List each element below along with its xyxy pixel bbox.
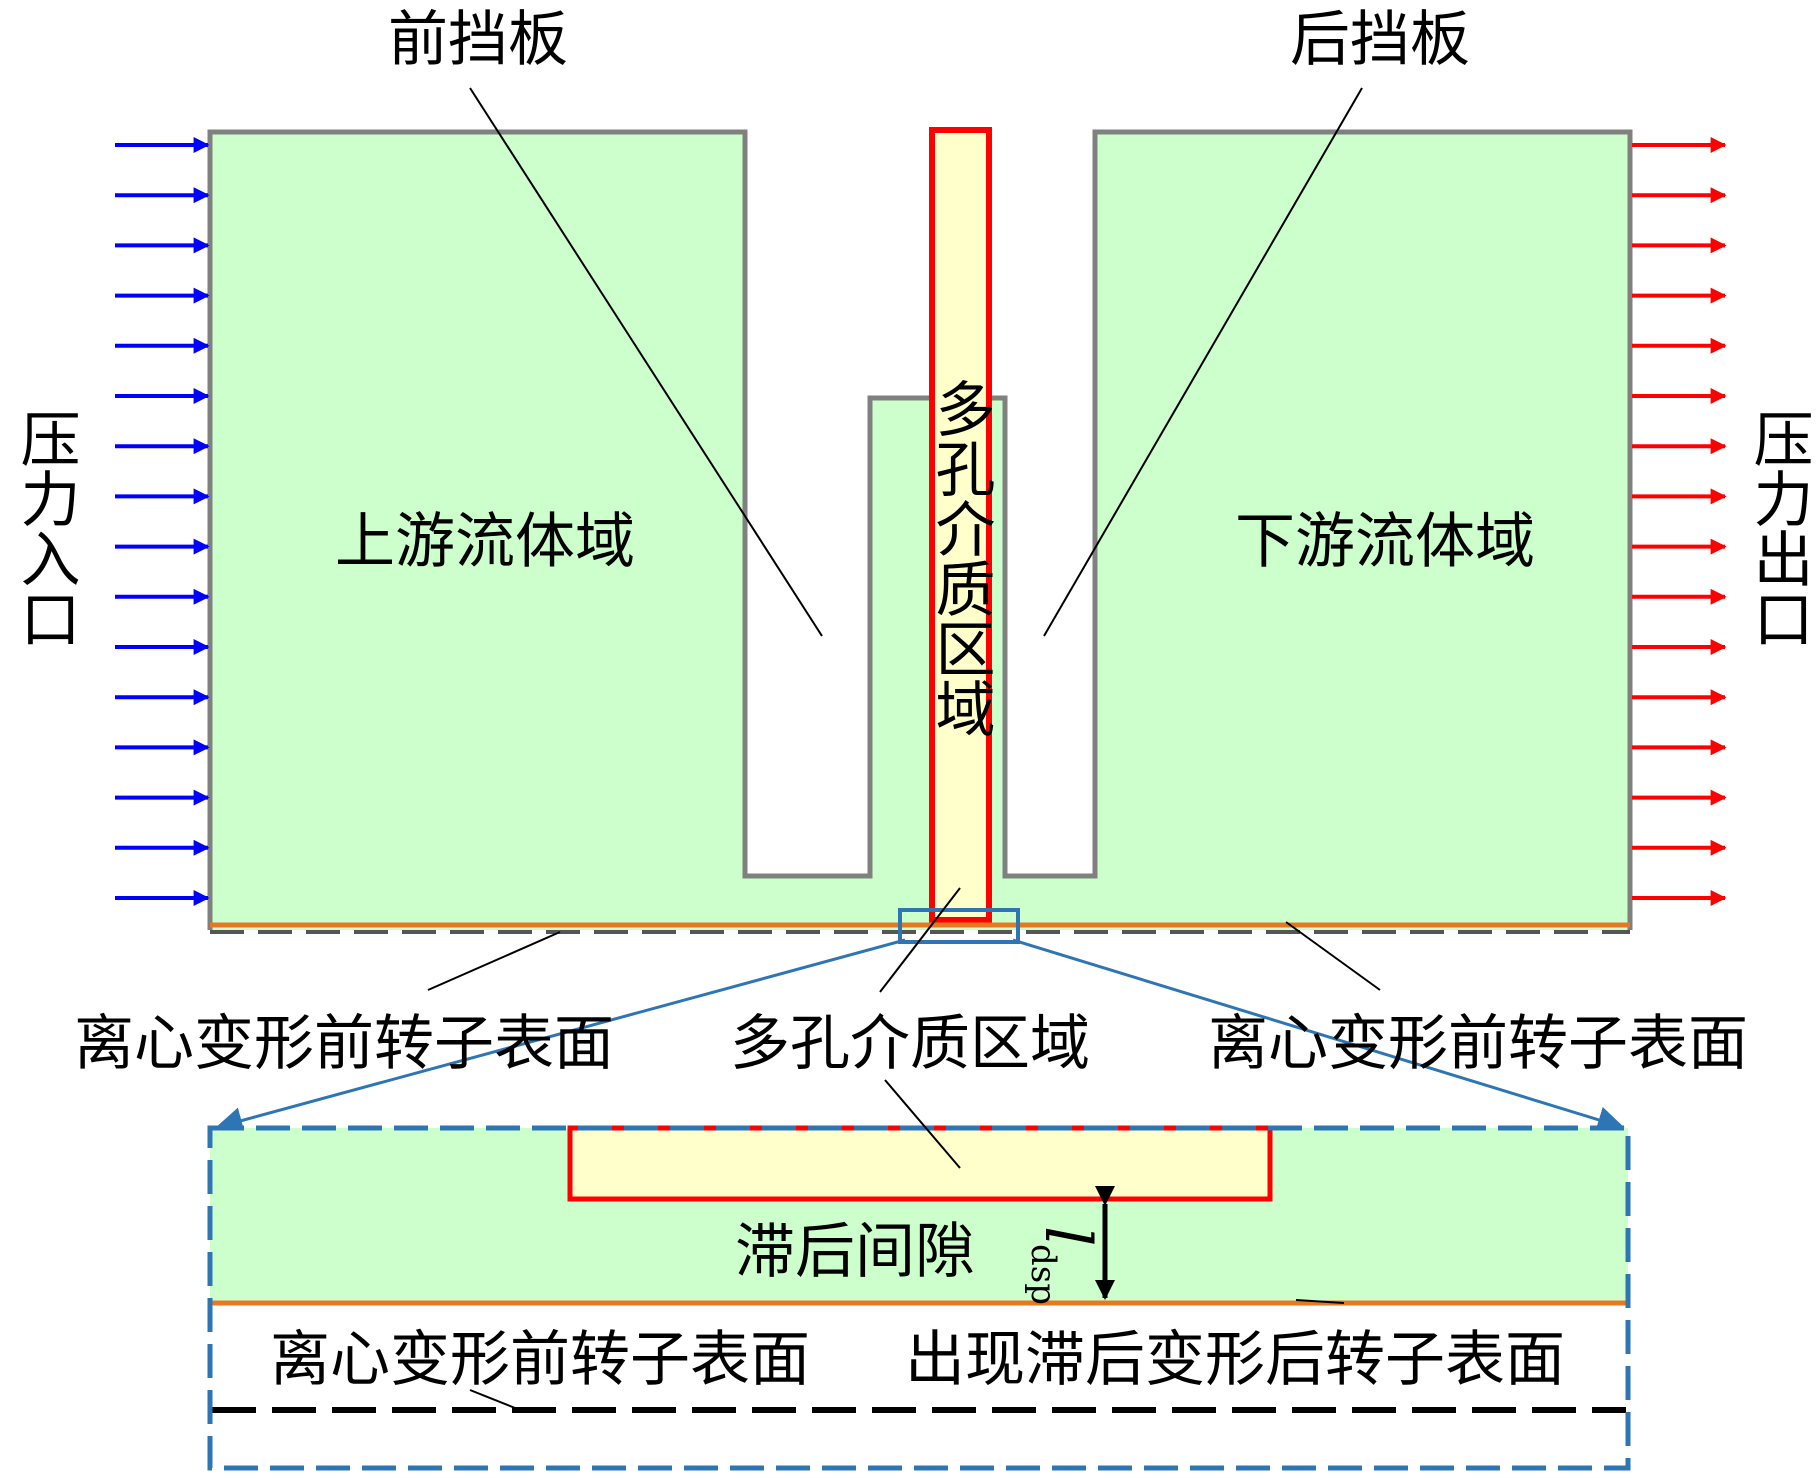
label-downstream-domain: 下游流体域	[1235, 507, 1535, 577]
leader-porous-bottom	[879, 887, 961, 993]
outlet-arrows	[1632, 137, 1727, 906]
label-upstream-domain: 上游流体域	[335, 507, 635, 577]
label-porous-vertical: 多孔介质区域	[925, 378, 995, 738]
zoom-source-box	[898, 908, 1020, 944]
leader-rear-baffle	[1043, 87, 1363, 637]
gap-symbol-l: l	[1030, 1226, 1104, 1246]
leader-detail-porous	[884, 1079, 961, 1169]
label-porous-bottom: 多孔介质区域	[730, 1009, 1090, 1079]
upstream-fluid-domain	[210, 132, 1630, 930]
leader-rotor-right	[1285, 921, 1381, 991]
label-detail-after: 出现滞后变形后转子表面	[905, 1325, 1565, 1395]
porous-media-region	[929, 127, 992, 923]
label-rear-baffle: 后挡板	[1290, 5, 1470, 75]
label-rotor-surface-left: 离心变形前转子表面	[74, 1009, 614, 1079]
label-front-baffle: 前挡板	[388, 5, 568, 75]
zoom-line-right	[1012, 938, 1625, 1133]
gap-symbol-subscript: dsp	[1023, 1244, 1063, 1305]
inlet-arrows	[115, 137, 210, 906]
detail-frame	[207, 1125, 1631, 1471]
label-pressure-inlet: 压力入口	[10, 408, 80, 648]
leader-rotor-left	[427, 931, 561, 991]
leader-detail-before	[469, 1389, 521, 1411]
leader-front-baffle	[469, 87, 823, 637]
label-lag-gap: 滞后间隙	[735, 1217, 975, 1287]
label-rotor-surface-right: 离心变形前转子表面	[1208, 1009, 1748, 1079]
label-pressure-outlet: 压力出口	[1743, 408, 1813, 648]
zoom-line-left	[215, 938, 906, 1134]
gap-symbol: l dsp	[1023, 1226, 1104, 1305]
label-detail-before: 离心变形前转子表面	[270, 1325, 810, 1395]
detail-porous	[567, 1125, 1273, 1202]
leader-detail-after	[1295, 1299, 1345, 1304]
